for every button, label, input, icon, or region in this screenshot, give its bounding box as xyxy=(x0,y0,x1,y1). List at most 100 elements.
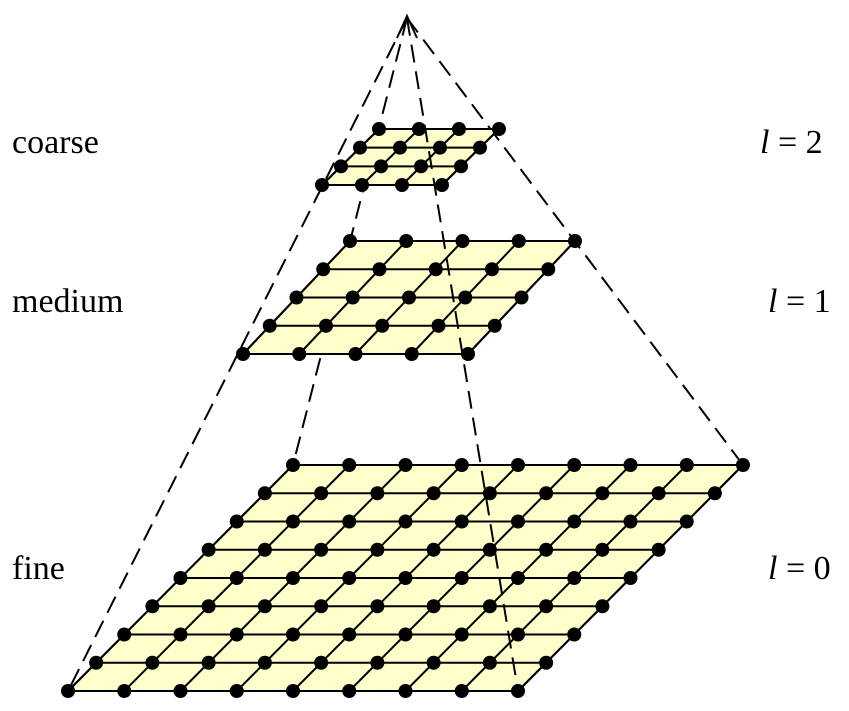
grid-node xyxy=(286,684,300,698)
level-name-coarse: coarse xyxy=(12,124,99,161)
grid-node xyxy=(316,262,331,277)
grid-node xyxy=(679,458,694,472)
level-name-medium: medium xyxy=(12,283,124,320)
grid-node xyxy=(623,458,638,472)
grid-node xyxy=(541,262,556,277)
grid-node xyxy=(482,542,497,557)
grid-node xyxy=(286,458,300,472)
grid-node xyxy=(567,571,582,585)
grid-node xyxy=(257,599,272,614)
grid-node xyxy=(539,542,554,557)
grid-node xyxy=(482,599,497,614)
grid-node xyxy=(482,486,497,501)
grid-node xyxy=(257,655,272,670)
grid-node xyxy=(426,599,441,614)
grid-node xyxy=(487,318,502,333)
pyramid-front-dashed xyxy=(406,17,519,692)
grid-node xyxy=(623,514,638,529)
grid-node xyxy=(511,514,525,529)
grid-node xyxy=(402,290,416,305)
grid-node xyxy=(595,486,610,501)
grid-node xyxy=(482,655,497,670)
grid-node xyxy=(398,627,413,642)
grid-node xyxy=(201,542,216,557)
grid-node xyxy=(61,684,75,698)
grid-node xyxy=(514,290,529,305)
grid-node xyxy=(398,571,413,585)
level-name-fine: fine xyxy=(12,550,65,587)
grid-node xyxy=(286,514,300,529)
grid-node xyxy=(398,458,413,472)
grid-node xyxy=(568,234,582,248)
grid-col-line xyxy=(361,128,420,186)
grid-node xyxy=(435,178,449,192)
grid-node xyxy=(454,159,468,174)
grid-col-line xyxy=(321,128,380,186)
grid-node xyxy=(117,684,132,698)
grid-node xyxy=(342,571,357,585)
grid-node xyxy=(229,684,244,698)
apex-arrowhead xyxy=(396,13,418,39)
grid-level-2 xyxy=(315,122,506,192)
grid-node xyxy=(319,318,333,333)
grid-node xyxy=(314,655,329,670)
pyramid-edge-front xyxy=(406,17,519,692)
grid-node xyxy=(201,655,216,670)
grid-node xyxy=(342,458,357,472)
grid-node xyxy=(433,140,447,155)
grid-node xyxy=(375,318,390,333)
grid-node xyxy=(511,234,526,248)
grid-node xyxy=(315,178,329,192)
grid-node xyxy=(370,542,385,557)
grid-node xyxy=(262,318,277,333)
grid-node xyxy=(342,514,357,529)
grid-node xyxy=(454,684,469,698)
grid-node xyxy=(345,290,360,305)
grid-node xyxy=(511,458,525,472)
grid-node xyxy=(286,627,300,642)
grid-node xyxy=(539,655,554,670)
grid-node xyxy=(229,571,244,585)
grid-node xyxy=(736,458,750,472)
grid-node xyxy=(229,627,244,642)
grid-node xyxy=(511,571,525,585)
level-index-label-0: l = 0 xyxy=(768,550,831,587)
grid-node xyxy=(370,599,385,614)
grid-node xyxy=(145,599,160,614)
grid-node xyxy=(173,571,188,585)
grid-node xyxy=(404,347,419,361)
grid-node xyxy=(292,347,307,361)
grid-node xyxy=(342,627,357,642)
grid-node xyxy=(426,486,441,501)
grid-node xyxy=(567,514,582,529)
grid-node xyxy=(399,234,414,248)
grid-node xyxy=(414,159,428,174)
grid-node xyxy=(393,140,407,155)
grid-node xyxy=(485,262,499,277)
grid-level-0 xyxy=(61,458,750,698)
grid-node xyxy=(173,627,188,642)
level-index-label-2: l = 2 xyxy=(760,124,823,161)
grid-node xyxy=(651,542,666,557)
grid-node xyxy=(372,122,386,136)
grid-node xyxy=(412,122,426,136)
grid-node xyxy=(454,627,469,642)
apex-arrow xyxy=(396,13,418,39)
grid-layers xyxy=(61,122,750,698)
grid-node xyxy=(173,684,188,698)
grid-node xyxy=(372,262,387,277)
grid-node xyxy=(454,571,469,585)
grid-node xyxy=(595,599,610,614)
grid-node xyxy=(428,262,443,277)
grid-node xyxy=(426,542,441,557)
grid-node xyxy=(314,542,329,557)
grid-node xyxy=(355,178,369,192)
grid-node xyxy=(117,627,132,642)
grid-node xyxy=(492,122,506,136)
grid-node xyxy=(623,571,638,585)
grid-node xyxy=(539,599,554,614)
grid-node xyxy=(431,318,446,333)
grid-node xyxy=(454,458,469,472)
grid-level-1 xyxy=(236,234,582,361)
